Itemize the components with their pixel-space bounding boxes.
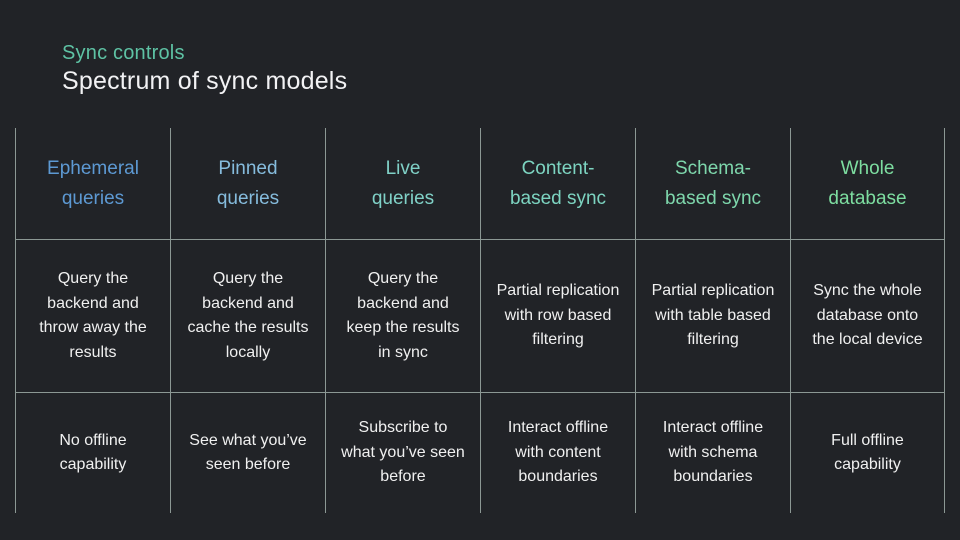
header-cell-live-queries: Live queries <box>325 128 480 239</box>
offline-cell-content-based-sync: Interact offline with content boundaries <box>480 392 635 513</box>
description-cell-pinned-queries: Query the backend and cache the results … <box>170 239 325 392</box>
header-cell-whole-database: Whole database <box>790 128 945 239</box>
description-cell-ephemeral-queries: Query the backend and throw away the res… <box>15 239 170 392</box>
description-cell-content-based-sync: Partial replication with row based filte… <box>480 239 635 392</box>
offline-cell-pinned-queries: See what you’ve seen before <box>170 392 325 513</box>
slide-eyebrow: Sync controls <box>62 42 185 64</box>
header-cell-schema-based-sync: Schema- based sync <box>635 128 790 239</box>
offline-cell-ephemeral-queries: No offline capability <box>15 392 170 513</box>
sync-models-table: Ephemeral queries Pinned queries Live qu… <box>15 128 945 513</box>
description-cell-schema-based-sync: Partial replication with table based fil… <box>635 239 790 392</box>
offline-cell-live-queries: Subscribe to what you’ve seen before <box>325 392 480 513</box>
header-cell-ephemeral-queries: Ephemeral queries <box>15 128 170 239</box>
offline-cell-whole-database: Full offline capability <box>790 392 945 513</box>
description-cell-whole-database: Sync the whole database onto the local d… <box>790 239 945 392</box>
title-block: Sync controls Spectrum of sync models <box>62 40 347 97</box>
description-cell-live-queries: Query the backend and keep the results i… <box>325 239 480 392</box>
header-cell-content-based-sync: Content- based sync <box>480 128 635 239</box>
page-title: Spectrum of sync models <box>62 67 348 95</box>
header-cell-pinned-queries: Pinned queries <box>170 128 325 239</box>
offline-cell-schema-based-sync: Interact offline with schema boundaries <box>635 392 790 513</box>
